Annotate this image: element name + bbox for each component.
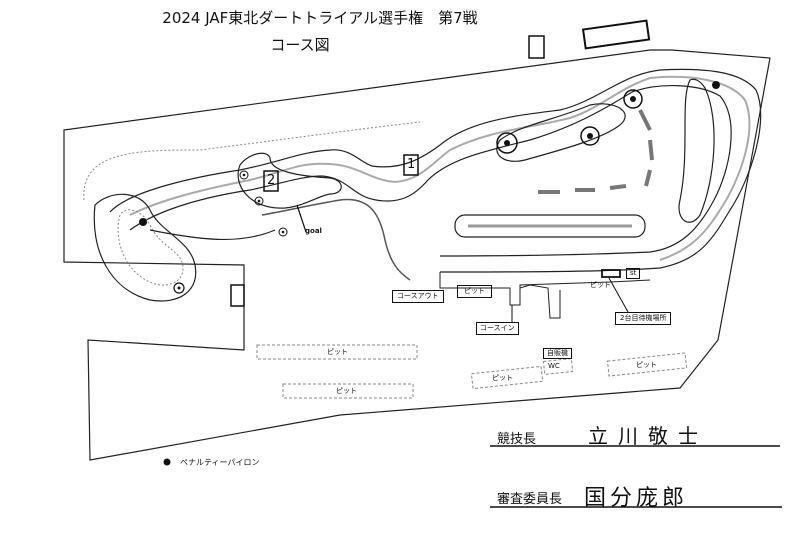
pit-label-2: ピット xyxy=(590,281,611,289)
waiting-lead xyxy=(608,277,629,313)
wc-box xyxy=(542,358,574,375)
paddock-road xyxy=(439,272,651,306)
pit-label-5: ピット xyxy=(492,374,513,382)
track-inner xyxy=(129,85,732,257)
steward-name: 国分庞郎 xyxy=(584,486,689,511)
legend-pylon-label: ペナルティーパイロン xyxy=(180,458,260,467)
left-link xyxy=(149,229,276,241)
paddock-gate xyxy=(519,284,561,319)
page-subtitle: コース図 xyxy=(270,36,330,54)
waiting-area-label: 2台目待機場所 xyxy=(615,312,672,325)
steward-label: 審査委員長 xyxy=(497,492,563,507)
property-boundary xyxy=(63,49,771,461)
pylon xyxy=(712,81,720,89)
page-title: 2024 JAF東北ダートトライアル選手権 第7戦 xyxy=(162,9,478,27)
left-loop xyxy=(93,193,197,302)
goal-label: goal xyxy=(305,227,322,235)
pit-label-3: ピット xyxy=(327,348,348,356)
marker-box-2 xyxy=(263,170,279,192)
right-hairpin xyxy=(678,78,715,223)
marker-box-top xyxy=(528,35,545,59)
right-loop xyxy=(496,103,626,162)
st-label: st xyxy=(626,268,641,279)
vending-label: 自販機 xyxy=(543,348,572,359)
pylon xyxy=(139,218,147,226)
start-box-top xyxy=(581,19,651,50)
pit-label-6: ピット xyxy=(636,361,657,369)
pit-area-1 xyxy=(256,344,418,360)
chief-label: 競技長 xyxy=(497,432,537,447)
loop-2 xyxy=(237,152,342,209)
turn-markers xyxy=(173,89,643,294)
pit-area-2 xyxy=(282,383,414,399)
pit-label-4: ピット xyxy=(336,387,357,395)
boundary-dotted xyxy=(83,121,421,201)
pylon-line-2 xyxy=(638,109,654,187)
pit-label-1: ピット xyxy=(457,285,492,298)
pit-area-4 xyxy=(606,352,688,377)
course-in-label: コースイン xyxy=(476,322,519,335)
legend-pylon-dot xyxy=(163,458,171,466)
goal-line xyxy=(296,204,307,233)
center-island xyxy=(454,214,646,238)
course-out-label: コースアウト xyxy=(392,290,444,303)
pylon-line xyxy=(538,184,627,194)
route-exit xyxy=(261,198,411,281)
waiting-box xyxy=(601,269,621,278)
marker-box-1 xyxy=(403,154,419,176)
marker-2-label: 2 xyxy=(267,173,276,188)
marker-1-label: 1 xyxy=(407,157,416,172)
left-loop-dotted xyxy=(117,209,184,286)
pit-area-3 xyxy=(470,365,544,390)
route-gray xyxy=(129,75,751,261)
track-outer xyxy=(109,68,762,273)
marker-box-left xyxy=(230,284,245,307)
chief-name: 立川敬士 xyxy=(588,424,708,448)
wc-label: WC xyxy=(548,362,560,370)
